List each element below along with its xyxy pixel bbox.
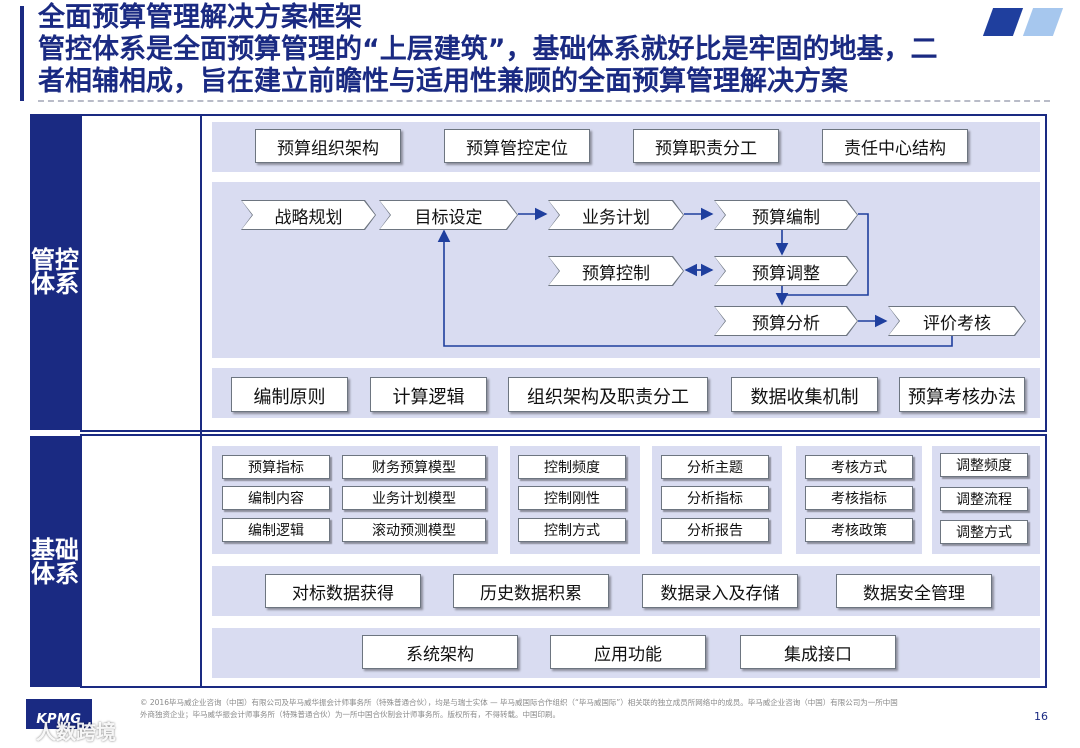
data-security-box: 数据安全管理 xyxy=(836,574,992,608)
budget-org-structure-box: 预算组织架构 xyxy=(255,129,401,163)
flow-business-plan: 业务计划 xyxy=(548,200,684,230)
benchmark-data-box: 对标数据获得 xyxy=(265,574,421,608)
control-frequency-box: 控制频度 xyxy=(518,455,626,479)
historical-data-box: 历史数据积累 xyxy=(453,574,609,608)
preparation-content-box: 编制内容 xyxy=(222,486,330,510)
control-rigidity-box: 控制刚性 xyxy=(518,486,626,510)
analysis-topic-box: 分析主题 xyxy=(661,455,769,479)
frame-divider-vertical xyxy=(200,114,202,688)
assessment-method-box: 考核方式 xyxy=(805,455,913,479)
flow-budget-adjustment: 预算调整 xyxy=(714,256,858,286)
data-entry-storage-box: 数据录入及存储 xyxy=(642,574,798,608)
data-collection-mechanism-box: 数据收集机制 xyxy=(731,377,878,412)
application-functions-box: 应用功能 xyxy=(550,635,706,669)
business-plan-model-box: 业务计划模型 xyxy=(342,486,486,510)
budget-indicators-box: 预算指标 xyxy=(222,455,330,479)
kpmg-logo: KPMG xyxy=(26,699,92,729)
calculation-logic-box: 计算逻辑 xyxy=(370,377,487,412)
title-line-2: 管控体系是全面预算管理的“上层建筑”，基础体系就好比是牢固的地基，二 xyxy=(38,34,938,65)
preparation-principles-box: 编制原则 xyxy=(231,377,348,412)
foundation-system-frame xyxy=(80,434,1047,688)
copyright-notice: © 2016毕马威企业咨询（中国）有限公司及毕马威华振会计师事务所（特殊普通合伙… xyxy=(140,698,898,719)
foundation-system-label: 基础体系 xyxy=(30,436,80,687)
flow-budget-analysis: 预算分析 xyxy=(714,306,858,336)
watermark: 人数跨境 xyxy=(36,720,116,744)
integration-interface-box: 集成接口 xyxy=(740,635,896,669)
budget-control-positioning-box: 预算管控定位 xyxy=(444,129,590,163)
budget-responsibility-division-box: 预算职责分工 xyxy=(633,129,779,163)
title-line-3: 者相辅相成，旨在建立前瞻性与适用性兼顾的全面预算管理解决方案 xyxy=(38,66,848,97)
flow-strategy-planning: 战略规划 xyxy=(241,200,376,230)
org-and-responsibility-box: 组织架构及职责分工 xyxy=(508,377,708,412)
control-system-frame xyxy=(80,114,1047,432)
control-method-box: 控制方式 xyxy=(518,518,626,542)
title-line-1: 全面预算管理解决方案框架 xyxy=(38,2,362,33)
analysis-indicators-box: 分析指标 xyxy=(661,486,769,510)
responsibility-center-structure-box: 责任中心结构 xyxy=(822,129,968,163)
page-number: 16 xyxy=(1034,710,1048,723)
budget-assessment-method-box: 预算考核办法 xyxy=(899,377,1025,412)
flow-budget-preparation: 预算编制 xyxy=(714,200,858,230)
page-title: 全面预算管理解决方案框架 管控体系是全面预算管理的“上层建筑”，基础体系就好比是… xyxy=(38,2,998,98)
adjustment-process-box: 调整流程 xyxy=(940,487,1028,511)
preparation-logic-box: 编制逻辑 xyxy=(222,518,330,542)
rolling-forecast-model-box: 滚动预测模型 xyxy=(342,518,486,542)
flow-evaluation-assessment: 评价考核 xyxy=(888,306,1026,336)
assessment-policy-box: 考核政策 xyxy=(805,518,913,542)
system-architecture-box: 系统架构 xyxy=(362,635,518,669)
assessment-indicators-box: 考核指标 xyxy=(805,486,913,510)
financial-budget-model-box: 财务预算模型 xyxy=(342,455,486,479)
adjustment-method-box: 调整方式 xyxy=(940,520,1028,544)
control-system-label: 管控体系 xyxy=(30,114,80,430)
flow-budget-control: 预算控制 xyxy=(548,256,684,286)
title-divider xyxy=(38,100,1050,102)
title-accent-bar xyxy=(20,6,24,101)
analysis-report-box: 分析报告 xyxy=(661,518,769,542)
flow-target-setting: 目标设定 xyxy=(379,200,518,230)
adjustment-frequency-box: 调整频度 xyxy=(940,453,1028,477)
